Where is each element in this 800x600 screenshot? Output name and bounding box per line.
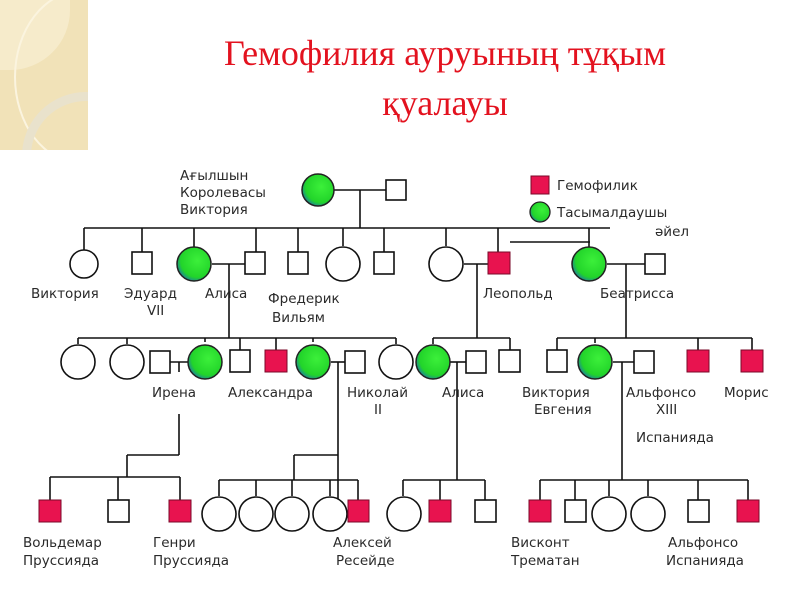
gen4-voldemar-hemophiliac: [38, 499, 62, 523]
gen4-henri-hemophiliac: [168, 499, 192, 523]
label-edward-2: VII: [147, 303, 164, 319]
connector-lines: [49, 189, 753, 520]
title-line-2: қуалауы: [382, 83, 508, 123]
title-line-1: Гемофилия ауруының тұқым: [224, 33, 666, 73]
gen2-frederik: [244, 251, 266, 275]
gen2-beatrisa-carrier: [571, 246, 607, 282]
label-alfonso-3: Испанияда: [636, 430, 714, 446]
gen4-female: [591, 496, 627, 532]
gen4-female: [386, 496, 422, 532]
gen3-alisa-spouse: [465, 350, 487, 374]
label-alfonso-sp: Альфонсо: [668, 535, 738, 551]
gen3-alisa-carrier: [415, 344, 451, 380]
gen3-irena-carrier: [187, 344, 223, 380]
gen2-female: [325, 246, 361, 282]
gen4-female: [201, 496, 237, 532]
gen3-female: [60, 344, 96, 380]
gen2-beatrisa-spouse: [644, 253, 666, 275]
label-victoria-eugenia-2: Евгения: [534, 402, 592, 418]
label-alisa: Алиса: [205, 286, 247, 302]
gen4-female: [238, 496, 274, 532]
gen2-victoria: [69, 249, 99, 279]
gen2-male: [287, 251, 309, 275]
decorative-corner-pattern: [0, 0, 88, 150]
label-edward: Эдуард: [124, 286, 177, 302]
label-viscount: Висконт: [511, 535, 570, 551]
gen4-male: [687, 499, 710, 523]
queen-label-1: Ағылшын: [180, 168, 248, 184]
gen4-female: [312, 496, 348, 532]
legend-carrier-label-2: әйел: [655, 224, 689, 240]
gen2-female: [428, 246, 464, 282]
gen3-hemophiliac-male: [686, 349, 710, 373]
label-victoria-eugenia: Виктория: [522, 385, 590, 401]
label-beatrisa: Беатрисса: [600, 286, 674, 302]
gen4-female: [274, 496, 310, 532]
label-aleksei: Алексей: [333, 535, 392, 551]
label-henri-2: Пруссияда: [153, 553, 229, 569]
prince-albert-male: [385, 179, 407, 201]
label-nikolai-2: II: [374, 402, 382, 418]
gen4-male: [107, 499, 130, 523]
decorative-ring: [14, 0, 88, 150]
gen3-male: [546, 349, 568, 373]
gen3-male: [229, 349, 251, 373]
gen3-female: [378, 344, 414, 380]
gen2-leopold-hemophiliac: [487, 251, 511, 275]
gen3-alfonso-xiii: [633, 350, 655, 374]
gen4-female: [630, 496, 666, 532]
gen3-nikolai: [344, 350, 366, 374]
gen4-viscount-hemophiliac: [528, 499, 552, 523]
gen4-alfonso-hemophiliac: [736, 499, 760, 523]
legend-carrier-label-1: Тасымалдаушы: [556, 205, 667, 221]
gen4-hemophiliac-male: [428, 499, 452, 523]
label-henri: Генри: [153, 535, 196, 551]
queen-label-3: Виктория: [180, 202, 248, 218]
legend-hemophiliac-square: [530, 175, 550, 195]
label-victoria: Виктория: [31, 286, 99, 302]
gen4-male: [474, 499, 497, 523]
label-viscount-2: Трематан: [510, 553, 580, 569]
label-frederik: Фредерик: [268, 291, 340, 307]
legend-hemophiliac-label: Гемофилик: [557, 178, 638, 194]
label-leopold: Леопольд: [483, 286, 553, 302]
label-voldemar: Вольдемар: [23, 535, 102, 551]
label-frederik-2: Вильям: [272, 310, 325, 326]
label-alisa-gen3: Алиса: [442, 385, 484, 401]
gen4-male: [564, 499, 587, 523]
label-alexandra: Александра: [228, 385, 313, 401]
label-moris: Морис: [724, 385, 769, 401]
gen3-male: [498, 349, 521, 373]
gen2-alisa-carrier: [176, 246, 212, 282]
gen3-victoria-eugenia-carrier: [577, 344, 613, 380]
gen3-alexandra-carrier: [295, 344, 331, 380]
gen3-female: [109, 344, 145, 380]
gen2-edward: [131, 251, 153, 275]
label-aleksei-2: Ресейде: [336, 553, 395, 569]
label-alfonso: Альфонсо: [626, 385, 696, 401]
label-irena: Ирена: [152, 385, 196, 401]
page-title: Гемофилия ауруының тұқым қуалауы: [100, 28, 790, 128]
gen3-moris-hemophiliac: [740, 349, 764, 373]
label-voldemar-2: Пруссияда: [23, 553, 99, 569]
label-alfonso-2: XIII: [656, 402, 677, 418]
gen3-irena-spouse: [149, 350, 171, 374]
label-alfonso-sp-2: Испанияда: [666, 553, 744, 569]
queen-victoria-carrier: [301, 173, 335, 207]
gen4-aleksei-hemophiliac: [347, 499, 370, 523]
gen3-hemophiliac-male: [264, 349, 288, 373]
legend-carrier-circle: [529, 201, 551, 223]
queen-label-2: Королевасы: [180, 185, 266, 201]
label-nikolai: Николай: [347, 385, 408, 401]
gen2-male: [373, 251, 395, 275]
